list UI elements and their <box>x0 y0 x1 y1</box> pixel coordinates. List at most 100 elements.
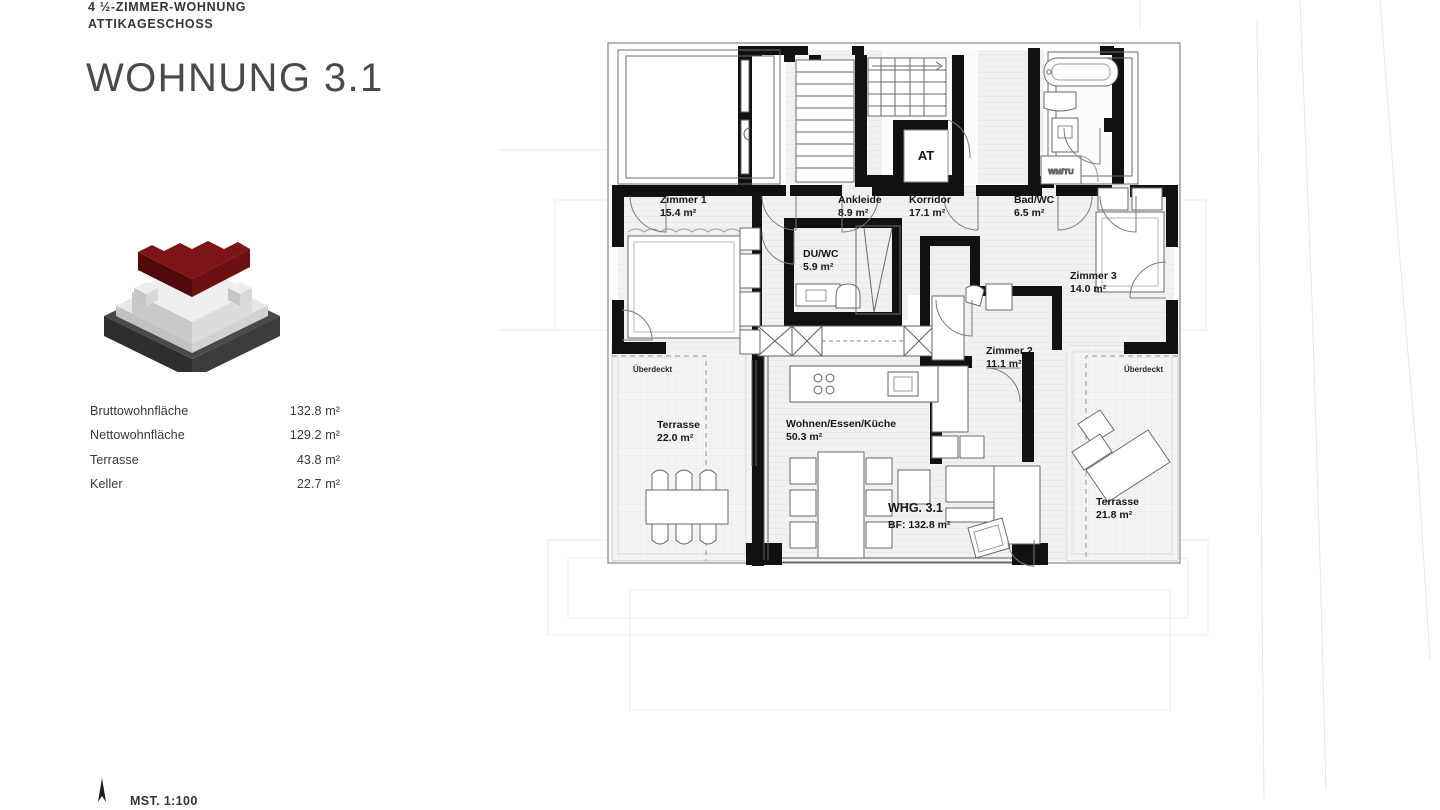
wall-outlines <box>617 49 1139 185</box>
room-area: 8.9 m² <box>838 207 869 219</box>
unit-label: WHG. 3.1 <box>888 501 943 515</box>
side-table-icon <box>1077 409 1115 445</box>
room-name: Zimmer 3 <box>1070 270 1117 282</box>
area-row: Terrasse 43.8 m² <box>90 453 340 477</box>
area-label: Terrasse <box>90 452 139 467</box>
area-row: Nettowohnfläche 129.2 m² <box>90 428 340 452</box>
room-name: Ankleide <box>838 194 882 206</box>
bathtub-icon <box>1043 57 1119 87</box>
massing-svg <box>104 241 280 379</box>
unit-area-label: BF: 132.8 m² <box>888 519 951 531</box>
outdoor-chair-icon <box>675 469 693 491</box>
room-area: 6.5 m² <box>1014 207 1045 219</box>
dining-table <box>789 451 893 559</box>
terrace-right-furniture <box>1071 409 1171 503</box>
room-area: 11.1 m² <box>986 358 1022 370</box>
north-arrow-icon <box>98 778 106 802</box>
canopy-labels: Überdeckt Überdeckt <box>633 365 1163 374</box>
kicker-line-1: 4 ½-ZIMMER-WOHNUNG <box>88 0 247 14</box>
shaft-at: AT <box>903 129 949 183</box>
outdoor-chair-icon <box>675 523 693 545</box>
vanity-icon <box>795 283 841 307</box>
structural-walls <box>612 46 1178 566</box>
wardrobe-run <box>757 325 935 357</box>
massing-attic-highlight <box>138 241 250 297</box>
lounger-headrest <box>1071 433 1113 471</box>
du-wc-fixtures <box>795 225 901 315</box>
area-label: Bruttowohnfläche <box>90 404 189 418</box>
room-labels: Zimmer 1 15.4 m² Ankleide 8.9 m² Korrido… <box>657 194 1139 521</box>
desk-icon <box>985 283 1013 311</box>
room-area: 22.0 m² <box>657 432 694 444</box>
nightstand-icon <box>1131 187 1163 211</box>
bathroom-fixtures: WM/TU <box>1040 57 1119 185</box>
washer-dryer-icon <box>1040 155 1082 185</box>
outdoor-table-icon <box>645 489 729 525</box>
unit-designation: WHG. 3.1 BF: 132.8 m² <box>888 501 951 531</box>
floor-plan: AT WM/TU <box>500 0 1440 810</box>
toilet-icon <box>1051 117 1079 153</box>
chair-icon <box>865 489 893 517</box>
room-area: 21.8 m² <box>1096 509 1133 521</box>
sofa-section <box>945 465 995 503</box>
bed-icon <box>627 235 741 339</box>
room-area: 15.4 m² <box>660 207 697 219</box>
room-name: Zimmer 1 <box>660 194 707 206</box>
lounger-icon <box>1085 429 1171 503</box>
nightstand-icon <box>739 329 761 355</box>
area-value: 132.8 m² <box>289 404 340 418</box>
sink-icon <box>1043 91 1077 112</box>
terrace-left-furniture <box>645 469 729 545</box>
kitchen-island <box>789 365 939 403</box>
room-name: Zimmer 2 <box>986 345 1033 357</box>
room-name: Bad/WC <box>1014 194 1055 206</box>
appliance-label: WM/TU <box>1048 167 1073 176</box>
canopy-label: Überdeckt <box>1124 365 1163 374</box>
area-value: 22.7 m² <box>296 476 340 491</box>
room-name: Wohnen/Essen/Küche <box>786 418 896 430</box>
area-value: 43.8 m² <box>296 452 340 467</box>
chair-icon <box>789 457 817 485</box>
staircase <box>795 57 947 183</box>
floor-plan-drawing: AT WM/TU <box>500 0 1431 801</box>
site-context-lines <box>500 0 1431 801</box>
area-table: Bruttowohnfläche 132.8 m² Nettowohnfläch… <box>90 404 340 501</box>
bed-icon <box>1095 211 1165 293</box>
nightstand-icon <box>959 435 985 459</box>
info-panel: 4 ½-ZIMMER-WOHNUNG ATTIKAGESCHOSS WOHNUN… <box>0 0 540 810</box>
scale-label: MST. 1:100 <box>130 794 198 808</box>
wardrobe-icon <box>739 253 761 289</box>
shaft-label: AT <box>918 148 934 163</box>
kicker-subtitle: 4 ½-ZIMMER-WOHNUNG ATTIKAGESCHOSS <box>88 0 246 32</box>
area-row: Bruttowohnfläche 132.8 m² <box>90 404 340 428</box>
nightstand-icon <box>1097 187 1129 211</box>
door-swings <box>621 119 1167 567</box>
room-area: 50.3 m² <box>786 431 823 443</box>
bed-headboard <box>627 228 741 233</box>
room-name: Terrasse <box>657 419 700 431</box>
bedroom1-furniture <box>627 227 761 355</box>
wardrobe-icon <box>739 291 761 327</box>
shower-icon <box>863 227 893 313</box>
bedroom3-furniture <box>1095 187 1165 293</box>
room-area: 14.0 m² <box>1070 283 1107 295</box>
canopy-dashed-outline <box>612 355 1178 561</box>
nightstand-icon <box>931 435 959 459</box>
outdoor-chair-icon <box>699 523 717 545</box>
room-area: 17.1 m² <box>909 207 946 219</box>
page-title: WOHNUNG 3.1 <box>86 56 384 100</box>
area-label: Keller <box>90 476 123 491</box>
chair-icon <box>789 521 817 549</box>
chair-icon <box>865 457 893 485</box>
room-name: Terrasse <box>1096 496 1139 508</box>
area-label: Nettowohnfläche <box>90 428 185 443</box>
chair-icon <box>865 521 893 549</box>
massing-side-blocks <box>134 282 252 306</box>
building-massing-model <box>92 196 292 379</box>
nightstand-icon <box>739 227 761 251</box>
room-name: DU/WC <box>803 248 839 260</box>
wc-icon <box>835 283 861 309</box>
hob-icon <box>813 373 823 383</box>
outdoor-chair-icon <box>651 523 669 545</box>
canopy-label: Überdeckt <box>633 365 672 374</box>
